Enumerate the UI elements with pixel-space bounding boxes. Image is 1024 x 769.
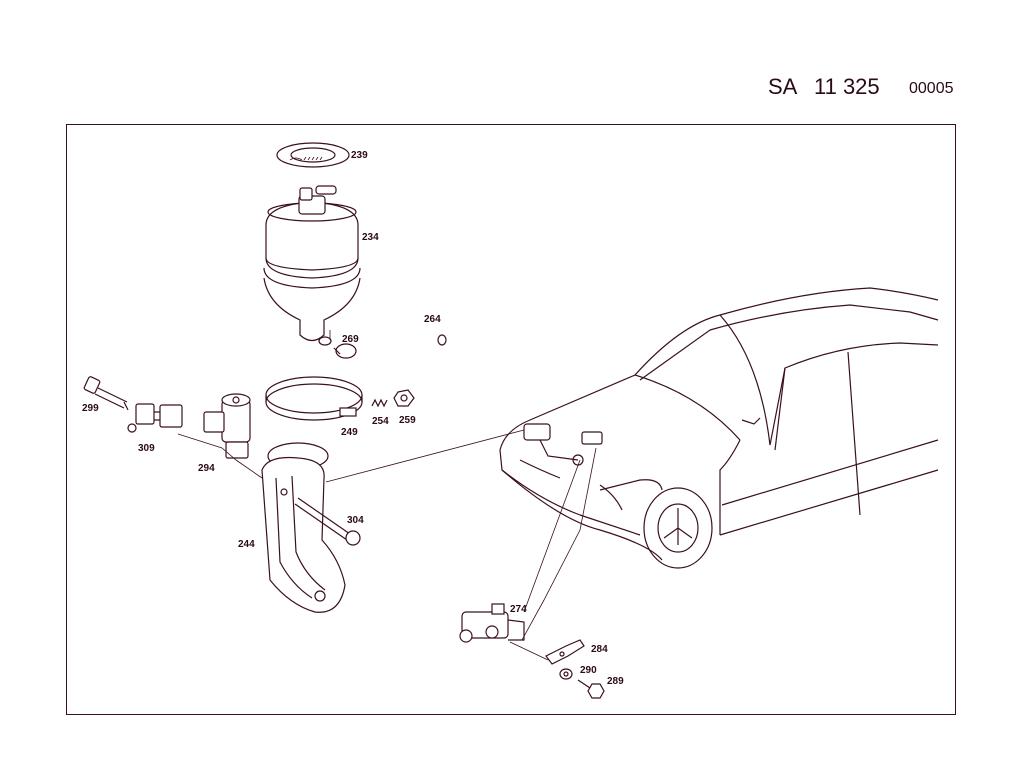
label-284: 284 xyxy=(591,644,608,655)
part-259-nut[interactable] xyxy=(393,389,415,407)
label-254: 254 xyxy=(372,416,389,427)
label-259: 259 xyxy=(399,415,416,426)
part-289-bolt[interactable] xyxy=(577,679,605,699)
leader-lines xyxy=(177,330,597,661)
part-249-band-clamp[interactable] xyxy=(265,376,363,421)
label-274: 274 xyxy=(510,604,527,615)
part-254-spring[interactable] xyxy=(371,398,388,408)
label-234: 234 xyxy=(362,232,379,243)
label-304: 304 xyxy=(347,515,364,526)
part-labels: 239 234 264 269 299 309 294 249 254 259 … xyxy=(82,150,624,687)
car-outline xyxy=(499,287,939,569)
header-prefix: SA xyxy=(768,74,798,99)
diagram-frame xyxy=(66,124,956,715)
part-244-bracket[interactable] xyxy=(261,442,346,613)
part-264-hose[interactable] xyxy=(354,314,447,358)
diagram-header: SA 11 325 00005 xyxy=(768,74,968,104)
car-mounted-pump xyxy=(523,423,603,466)
label-294: 294 xyxy=(198,463,215,474)
label-309: 309 xyxy=(138,443,155,454)
part-299-bolt[interactable] xyxy=(83,376,129,411)
header-code: 00005 xyxy=(909,80,954,97)
part-239-cap-seal[interactable] xyxy=(276,142,350,168)
part-294-pump[interactable] xyxy=(203,393,251,459)
label-299: 299 xyxy=(82,403,99,414)
label-290: 290 xyxy=(580,665,597,676)
label-289: 289 xyxy=(607,676,624,687)
header-number: 11 325 xyxy=(814,74,880,99)
part-290-washer[interactable] xyxy=(559,668,573,680)
label-269: 269 xyxy=(342,334,359,345)
part-234-reservoir[interactable] xyxy=(263,185,361,342)
label-264: 264 xyxy=(424,314,441,325)
part-284-bracket[interactable] xyxy=(545,639,585,665)
label-249: 249 xyxy=(341,427,358,438)
part-309-valve[interactable] xyxy=(127,403,183,433)
label-244: 244 xyxy=(238,539,255,550)
part-269-clamp[interactable] xyxy=(318,336,357,359)
part-274-level-sensor[interactable] xyxy=(459,603,525,643)
part-304-screw[interactable] xyxy=(294,497,361,546)
label-239: 239 xyxy=(351,150,368,161)
